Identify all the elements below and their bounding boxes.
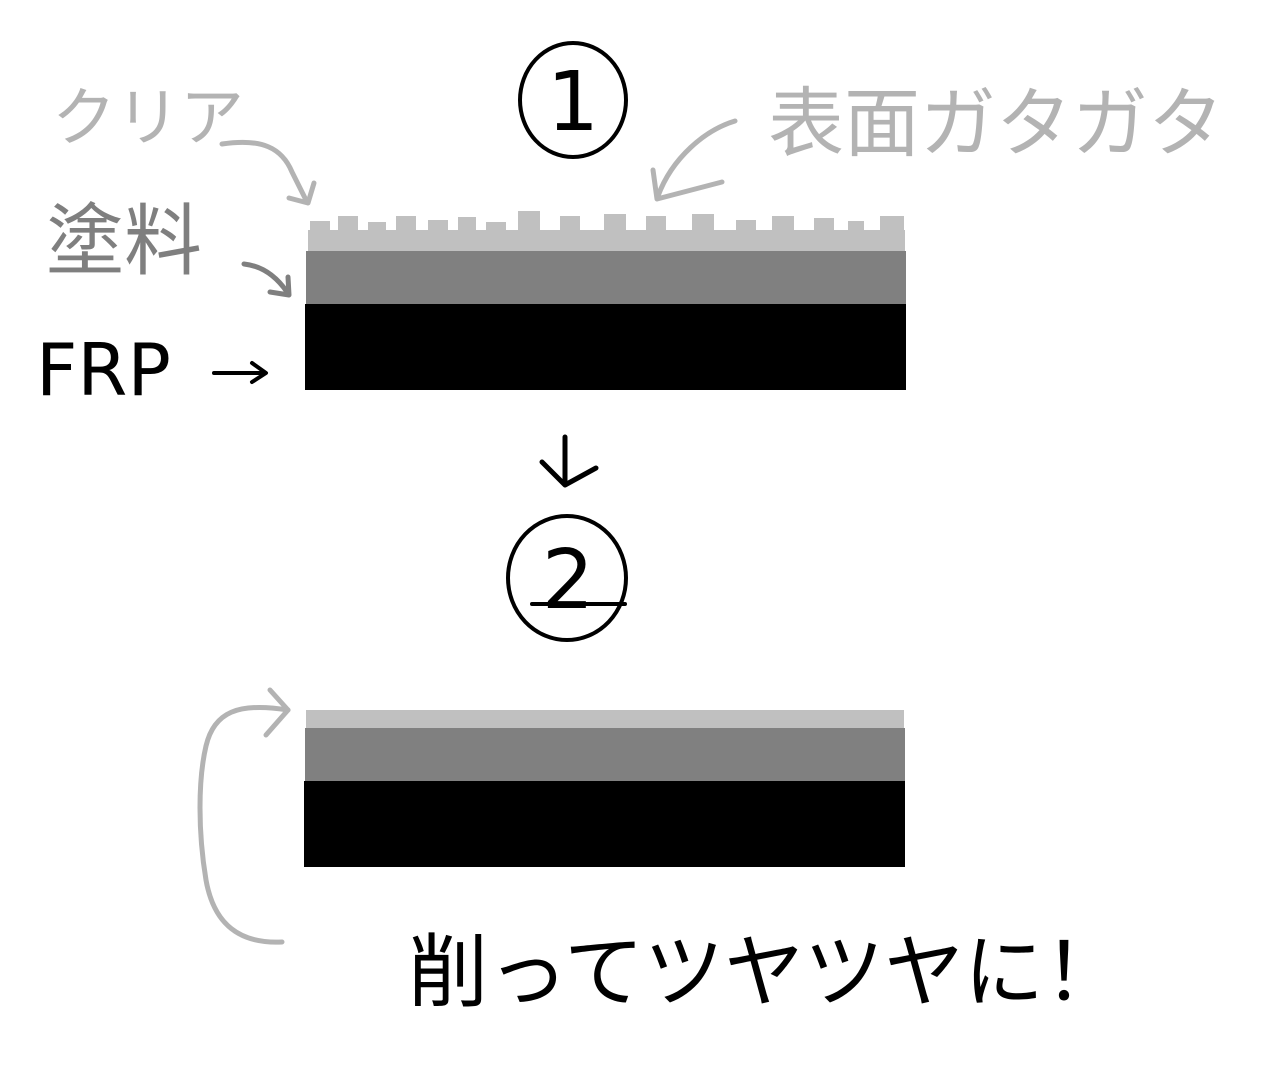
- clear-arrow: [219, 139, 309, 203]
- clear-arrow-head: [286, 180, 317, 206]
- surface-rough-arrow: [655, 118, 738, 199]
- step-1-clear-layer: [308, 230, 905, 252]
- paint-arrow-head: [267, 274, 292, 298]
- step-1-paint-layer: [306, 251, 906, 304]
- step-2-circle: [506, 514, 628, 642]
- surface-bumps: [310, 211, 904, 233]
- polish-arrow-head: [263, 687, 291, 738]
- paint-label: 塗料: [46, 197, 202, 287]
- step-1-frp-layer: [305, 304, 906, 390]
- frp-arrow-head: [250, 361, 268, 384]
- step-2-number: 2: [542, 533, 594, 628]
- step-1-group: 1 クリア 表面ガタガタ 塗料 FRP: [36, 41, 1224, 412]
- step-2-layer-stack: [304, 710, 905, 867]
- down-arrow-head: [539, 459, 599, 488]
- paint-arrow: [241, 261, 290, 295]
- step-2-clear-layer: [306, 710, 904, 729]
- surface-rough-label: 表面ガタガタ: [768, 79, 1224, 168]
- step-2-paint-layer: [305, 728, 905, 781]
- surface-rough-arrow-head: [650, 167, 725, 202]
- frp-label: FRP: [36, 328, 171, 412]
- step-2-caption: 削ってツヤツヤに！: [408, 926, 1124, 1019]
- step-1-layer-stack: [305, 211, 906, 390]
- step-1-number: 1: [547, 55, 599, 150]
- step-2-frp-layer: [304, 781, 905, 867]
- step-transition-arrow: [539, 434, 599, 488]
- polish-arrow: [197, 704, 291, 945]
- step-1-circle: [518, 41, 628, 159]
- step-2-group: 2 削ってツヤツヤに！: [197, 514, 1124, 1019]
- clear-label: クリア: [52, 82, 244, 156]
